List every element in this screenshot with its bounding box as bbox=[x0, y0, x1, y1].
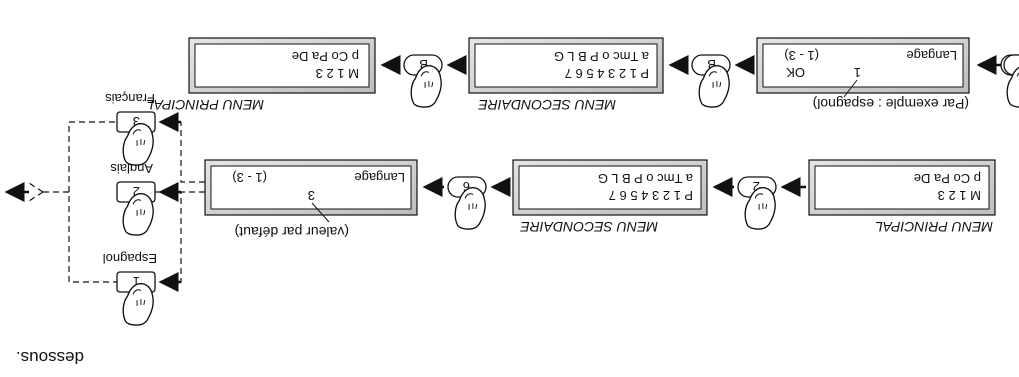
row2-key-b-lead[interactable]: B bbox=[1003, 54, 1019, 108]
row2-secondary-display-screen bbox=[474, 43, 658, 88]
row2-language-ok: OK bbox=[786, 65, 805, 80]
row2-menu-principal-title: MENU PRINCIPAL bbox=[146, 97, 264, 113]
row2-language-label: Langage bbox=[906, 48, 957, 63]
footer-text: dessous. bbox=[16, 348, 84, 367]
row1-option-francais[interactable]: 3 Français bbox=[105, 91, 181, 166]
row1-default-note: (valeur par défaut) bbox=[235, 224, 349, 240]
row1-main-line1: M 1 2 3 bbox=[938, 188, 981, 203]
key-label: 2 bbox=[133, 184, 140, 199]
row2-language-range: (1 - 3) bbox=[784, 48, 819, 63]
row1-secondary-display-screen bbox=[518, 165, 702, 210]
key-label: 3 bbox=[133, 114, 140, 129]
row2-language-screen bbox=[762, 43, 964, 88]
row1-language-label: Langage bbox=[354, 170, 405, 185]
row1-secondary-line1: P 1 2 3 4 5 6 7 bbox=[609, 188, 693, 203]
row1-option-espagnol[interactable]: 1 Espagnol bbox=[103, 251, 181, 326]
row1-main-display-screen bbox=[814, 165, 990, 210]
row1-menu-secondaire-title: MENU SECONDAIRE bbox=[520, 219, 658, 235]
row1-secondary-line2: a Tmc o P B L G bbox=[598, 171, 693, 186]
row2-main-display-screen bbox=[194, 43, 370, 88]
row2-main-menu: MENU PRINCIPAL M 1 2 3 p Co Pa De bbox=[146, 37, 376, 113]
option-label: Espagnol bbox=[103, 251, 157, 266]
row2-key-b-3[interactable]: B bbox=[403, 54, 443, 108]
row2-language-value: 1 bbox=[854, 65, 861, 80]
row1-main-menu: MENU PRINCIPAL M 1 2 3 p Co Pa De bbox=[808, 159, 996, 235]
key-label: B bbox=[707, 57, 716, 72]
row1-note-leader bbox=[311, 202, 330, 223]
row1-language-range: (1 - 3) bbox=[232, 170, 267, 185]
row1-language-display: Langage (1 - 3) 3 bbox=[204, 159, 418, 223]
row2-key-b-2[interactable]: B bbox=[691, 54, 731, 108]
row1-secondary-menu: MENU SECONDAIRE P 1 2 3 4 5 6 7 a Tmc o … bbox=[512, 159, 708, 235]
row1-main-line2: p Co Pa De bbox=[914, 171, 981, 186]
row1-menu-principal-title: MENU PRINCIPAL bbox=[875, 219, 993, 235]
row2-example-note: (Par exemple : espagnol) bbox=[813, 96, 969, 112]
row2-language-display: Langage (1 - 3) OK 1 bbox=[756, 37, 1019, 98]
row1-option-anglais[interactable]: 2 Anglais bbox=[110, 161, 181, 236]
row2-secondary-line1: P 1 2 3 4 5 6 7 bbox=[565, 66, 649, 81]
row2-secondary-line2: a Tmc o P B L G bbox=[554, 49, 649, 64]
key-label: 6 bbox=[463, 179, 470, 194]
row1-key-6[interactable]: 6 bbox=[447, 176, 487, 230]
row2-secondary-menu: MENU SECONDAIRE P 1 2 3 4 5 6 7 a Tmc o … bbox=[468, 37, 664, 113]
upside-down-group: MENU PRINCIPAL M 1 2 3 p Co Pa De 2 MENU… bbox=[4, 37, 1019, 367]
row2-menu-secondaire-title: MENU SECONDAIRE bbox=[478, 97, 616, 113]
option-label: Français bbox=[105, 91, 155, 106]
key-label: 1 bbox=[133, 274, 140, 289]
row2-main-line2: p Co Pa De bbox=[292, 49, 359, 64]
row1-language-value: 3 bbox=[308, 188, 315, 203]
row1-language-screen bbox=[210, 165, 412, 210]
key-label: B bbox=[419, 57, 428, 72]
row2-main-line1: M 1 2 3 bbox=[316, 66, 359, 81]
row1-key-2[interactable]: 2 bbox=[737, 176, 777, 230]
key-label: 2 bbox=[753, 179, 760, 194]
row2-note-leader bbox=[843, 79, 858, 98]
